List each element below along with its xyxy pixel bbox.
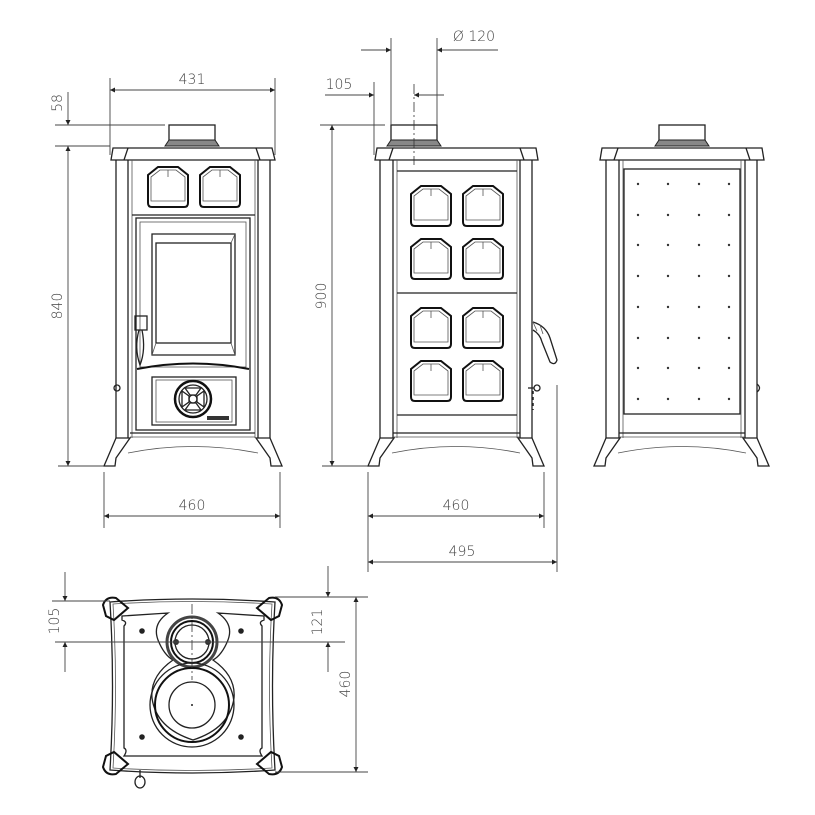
- air-regulator-icon: [173, 379, 213, 419]
- top-view: [55, 596, 345, 789]
- cooking-plate: [168, 681, 216, 729]
- ash-door: [151, 376, 237, 426]
- back-leg-right: [741, 437, 770, 467]
- dim-top-width: 431: [179, 72, 206, 88]
- front-dimensions: 431 58 840 460: [50, 72, 281, 528]
- front-leg-left: [103, 437, 132, 467]
- dim-top-flue-offset-right: 121: [310, 609, 326, 636]
- top-plate: [599, 147, 765, 161]
- top-outline: [109, 598, 276, 774]
- top-plate: [374, 147, 539, 161]
- decor-tile: [410, 307, 452, 349]
- decor-tile: [462, 238, 504, 280]
- corner-cap: [255, 750, 284, 776]
- corner-cap: [101, 750, 130, 776]
- top-dimensions: 105 121 460: [47, 566, 368, 773]
- dim-side-depth: 460: [443, 498, 470, 514]
- corner-cap: [101, 596, 130, 622]
- bolt-hole: [238, 734, 244, 740]
- decor-tile: [462, 360, 504, 402]
- dim-front-base-width: 460: [179, 498, 206, 514]
- back-panel: [623, 168, 741, 415]
- fire-door: [135, 217, 251, 431]
- bolt-hole: [139, 628, 145, 634]
- side-view: [367, 84, 558, 467]
- knob-icon: [113, 384, 121, 392]
- dim-side-depth-with-handle: 495: [449, 544, 476, 560]
- side-handle-icon: [532, 321, 558, 365]
- front-view: [103, 124, 283, 467]
- top-plate: [110, 147, 276, 161]
- decor-tile: [462, 307, 504, 349]
- dim-side-total-height: 900: [314, 283, 330, 310]
- decor-tile: [462, 185, 504, 227]
- dim-top-depth: 460: [338, 671, 354, 698]
- lever-icon: [528, 384, 541, 410]
- rivet-grid: [636, 182, 731, 401]
- back-view: [593, 124, 770, 467]
- flue-collar: [164, 139, 220, 147]
- side-leg-right: [516, 437, 545, 467]
- door-handle-icon: [134, 315, 148, 367]
- dim-flue-diameter: Ø 120: [453, 29, 495, 45]
- knob-icon: [756, 383, 761, 393]
- decor-tile: [199, 166, 241, 208]
- brand-plate: [207, 416, 229, 420]
- front-leg-right: [254, 437, 283, 467]
- side-leg-left: [367, 437, 396, 467]
- bolt-hole: [238, 628, 244, 634]
- back-leg-left: [593, 437, 622, 467]
- dim-flue-offset: 105: [326, 77, 353, 93]
- side-dimensions: Ø 120 105 900 460 495: [314, 29, 558, 572]
- knob-icon: [134, 775, 146, 789]
- bolt-hole: [139, 734, 145, 740]
- dim-front-total-height: 840: [50, 293, 66, 320]
- decor-tile: [410, 238, 452, 280]
- door-glass: [151, 233, 236, 356]
- decor-tile: [410, 185, 452, 227]
- decor-tile: [410, 360, 452, 402]
- dim-flue-height: 58: [50, 94, 66, 112]
- decor-tile: [147, 166, 189, 208]
- corner-cap: [255, 596, 284, 622]
- dim-top-flue-offset-left: 105: [47, 608, 63, 635]
